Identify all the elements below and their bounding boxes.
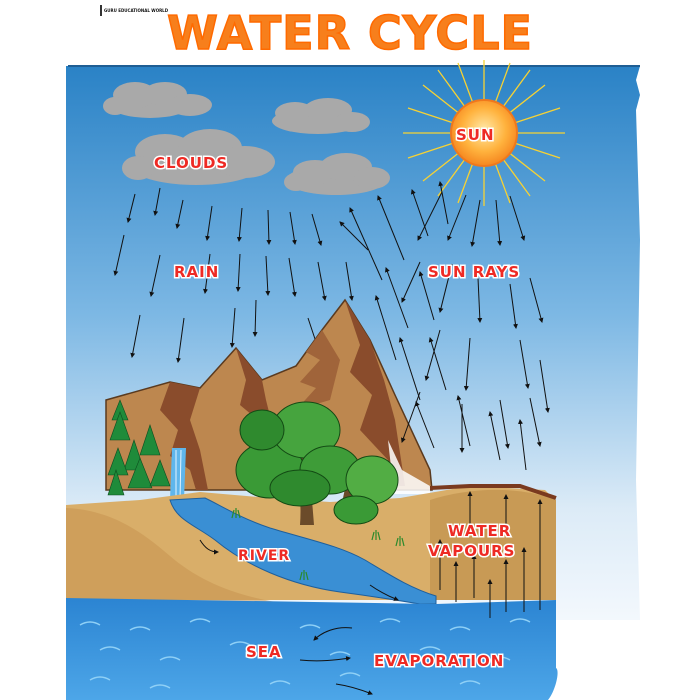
- publisher-logo: GURU EDUCATIONAL WORLD: [100, 3, 168, 17]
- rain-arrows: [113, 187, 354, 363]
- sun-label: SUN: [456, 126, 495, 144]
- sea: [66, 598, 558, 700]
- cloud-icon: [284, 153, 390, 195]
- flag-icon: [100, 4, 102, 16]
- cloud-icon: [272, 98, 370, 134]
- vapour-arrows: [339, 181, 543, 618]
- cloud-icon: [122, 129, 275, 185]
- rain-label: RAIN: [174, 263, 219, 281]
- waterfall-icon: [170, 448, 186, 500]
- pine-trees: [107, 399, 171, 496]
- evaporation-label: EVAPORATION: [374, 652, 504, 670]
- sea-label: SEA: [246, 643, 282, 661]
- grass-tufts: [231, 508, 405, 581]
- sun-icon: [403, 60, 565, 206]
- clouds-group: [103, 82, 390, 195]
- cloud-icon: [103, 82, 212, 118]
- waterfall-streaks: [175, 449, 182, 501]
- water-vapours-label-line1: WATER: [448, 522, 511, 540]
- clouds-label: CLOUDS: [154, 154, 228, 172]
- sun-rays-label: SUN RAYS: [428, 263, 520, 281]
- sea-waves: [79, 618, 531, 689]
- snow-slope: [388, 440, 430, 494]
- water-vapours-label-line2: VAPOURS: [428, 542, 515, 560]
- river-label: RIVER: [238, 548, 290, 564]
- ridge-line: [429, 484, 557, 500]
- publisher-text: GURU EDUCATIONAL WORLD: [104, 7, 169, 13]
- tree-icon: [235, 401, 399, 525]
- page-title: WATER CYCLE: [166, 5, 533, 61]
- sun-ray-arrows: [401, 191, 550, 453]
- riverbank-shadow: [66, 508, 290, 604]
- flow-arrows: [199, 539, 399, 695]
